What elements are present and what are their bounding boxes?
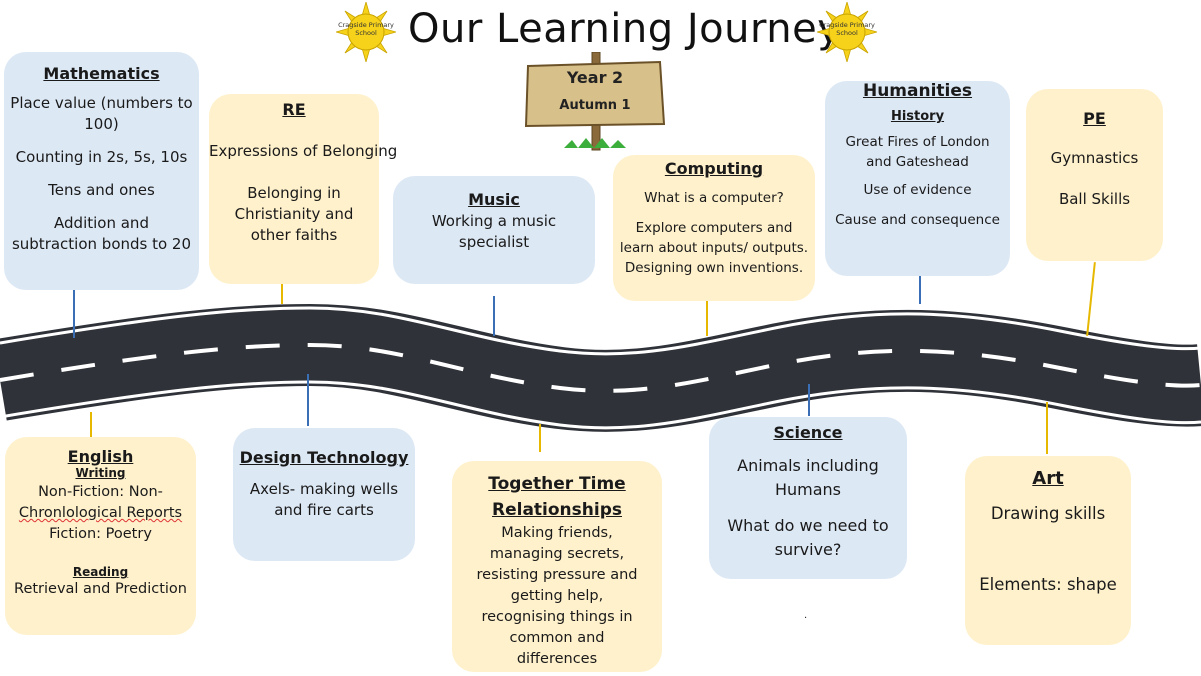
science-title: Science [773,423,843,442]
computing-line: Explore computers and learn about inputs… [619,220,809,276]
computing-line: What is a computer? [644,190,784,206]
mathematics-line: Addition and subtraction bonds to 20 [11,214,192,253]
music-title: Music [468,190,520,209]
connector-humanities [919,276,921,304]
pe-line: Ball Skills [1058,190,1131,208]
mathematics-line: Counting in 2s, 5s, 10s [15,148,188,166]
english-writing-line: Fiction: Poetry [49,526,152,542]
mathematics-line: Tens and ones [48,181,155,199]
music-line: Working a music specialist [431,212,557,251]
english-title: English [67,447,134,466]
together-time-card: Together Time Relationships Making frien… [452,461,662,672]
english-writing-line: Non-Fiction: Non- [38,484,163,500]
mathematics-card: Mathematics Place value (numbers to 100)… [4,52,199,290]
together-time-line: Making friends, managing secrets, resist… [476,525,638,667]
connector-art [1046,402,1048,454]
pe-title: PE [1083,109,1106,128]
humanities-subtitle: History [890,109,945,124]
connector-design-technology [307,374,309,426]
computing-title: Computing [664,159,764,178]
connector-together-time [539,424,541,452]
english-writing-label: Writing [75,466,126,480]
humanities-line: Great Fires of London and Gateshead [845,134,990,170]
humanities-line: Use of evidence [863,182,972,198]
science-line: Animals including Humans [737,456,879,499]
school-sun-badge-left: Cragside Primary School [334,0,398,64]
re-card: RE Expressions of Belonging Belonging in… [209,94,398,284]
re-title: RE [282,100,306,119]
pe-card: PE Gymnastics Ball Skills [1026,89,1163,261]
connector-english [90,412,92,438]
design-technology-line: Axels- making wells and fire carts [249,480,399,519]
art-line: Elements: shape [979,575,1117,594]
science-card: Science Animals including Humans What do… [709,417,907,579]
humanities-line: Cause and consequence [835,212,1000,228]
sun-icon [815,0,879,64]
art-line: Drawing skills [990,504,1106,523]
connector-music [493,296,495,336]
sign-term: Autumn 1 [559,98,631,113]
connector-computing [706,300,708,336]
science-dot: . [804,610,808,621]
year-signpost: Year 2 Autumn 1 [524,51,666,156]
art-title: Art [1032,468,1064,489]
design-technology-title: Design Technology [239,448,409,467]
school-sun-badge-right: Cragside Primary School [815,0,879,64]
art-card: Art Drawing skills Elements: shape [965,456,1131,645]
header: Cragside Primary School Our Learning Jou… [0,0,1201,64]
signpost-icon [524,51,666,151]
humanities-title: Humanities [862,81,973,101]
together-time-title: Together Time Relationships [488,474,626,520]
mathematics-line: Place value (numbers to 100) [10,94,193,133]
mathematics-title: Mathematics [43,64,160,83]
sun-icon [334,0,398,64]
english-card: English Writing Non-Fiction: Non- Chronl… [5,437,196,635]
music-card: Music Working a music specialist [393,176,595,284]
design-technology-card: Design Technology Axels- making wells an… [233,428,415,561]
pe-line: Gymnastics [1050,149,1139,167]
humanities-card: Humanities History Great Fires of London… [825,81,1010,276]
sign-year: Year 2 [566,68,624,87]
school-badge-text: Cragside Primary School [819,21,875,37]
connector-mathematics [73,290,75,338]
english-reading-label: Reading [72,565,129,579]
page-title: Our Learning Journey [408,6,842,52]
school-badge-text: Cragside Primary School [338,21,394,37]
computing-card: Computing What is a computer? Explore co… [613,155,815,301]
connector-re [281,284,283,304]
english-reading-line: Retrieval and Prediction [14,581,187,597]
english-writing-line: Chronlological Reports [18,505,183,521]
re-line: Belonging in Christianity and other fait… [234,184,354,244]
science-line: What do we need to survive? [727,516,889,559]
connector-science [808,384,810,416]
re-line: Expressions of Belonging [209,142,398,160]
